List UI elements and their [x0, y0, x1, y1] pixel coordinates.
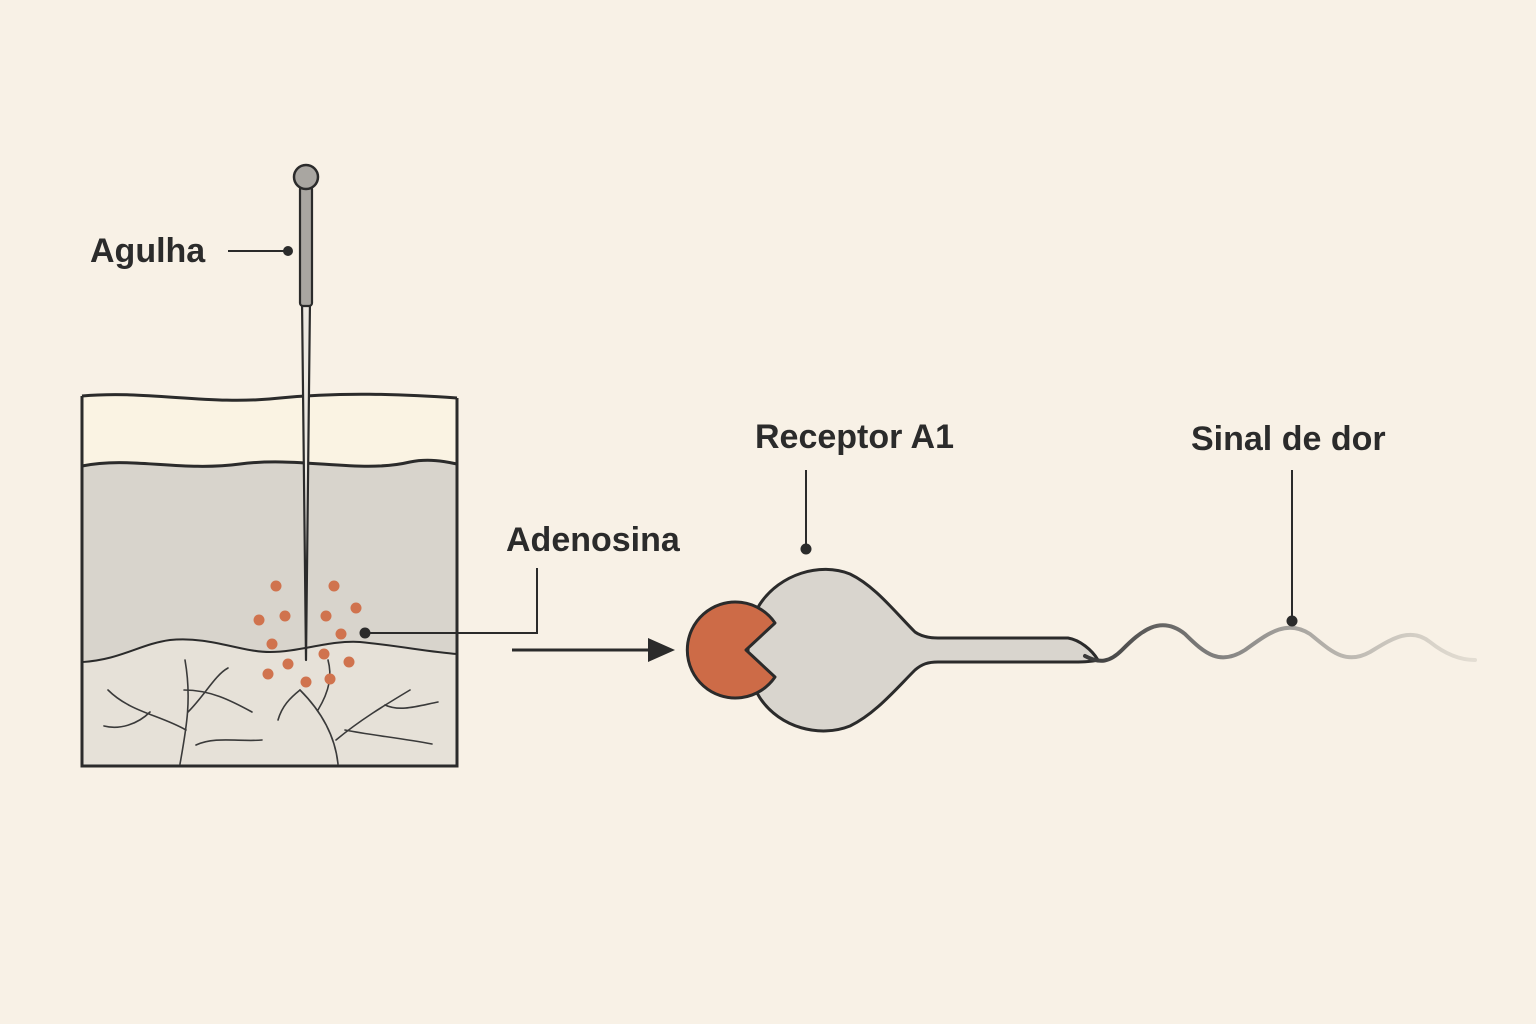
nerve-branches [103, 659, 439, 765]
tissue-box-outline [80, 396, 459, 768]
skin-boundary-line [81, 458, 458, 468]
acupuncture-needle-icon [292, 163, 320, 662]
receptor-shape [685, 600, 777, 700]
needle-head [292, 163, 320, 191]
label-needle: Agulha [90, 232, 206, 270]
needle-leader [228, 246, 293, 256]
dermis-layer [82, 639, 457, 766]
needle-handle [298, 184, 314, 308]
skin-top-edge [81, 392, 458, 402]
skin-layer [82, 396, 457, 470]
neuron-icon [746, 567, 1100, 733]
tissue-block [80, 392, 459, 768]
receptor-leader [800, 470, 812, 555]
receptor-pacman-icon [685, 600, 777, 700]
label-receptor: Receptor A1 [755, 418, 954, 456]
label-pain-signal: Sinal de dor [1191, 420, 1386, 458]
adenosine-leader [359, 568, 538, 639]
pain-signal-wave [1083, 623, 1477, 663]
pain-signal-leader [1286, 470, 1298, 627]
adenosine-dots [253, 580, 362, 688]
neuron-body [746, 567, 1100, 733]
label-adenosine: Adenosina [506, 521, 681, 559]
flow-arrow [512, 638, 675, 662]
tissue-layer [82, 460, 457, 660]
dermis-boundary-line [81, 638, 458, 663]
